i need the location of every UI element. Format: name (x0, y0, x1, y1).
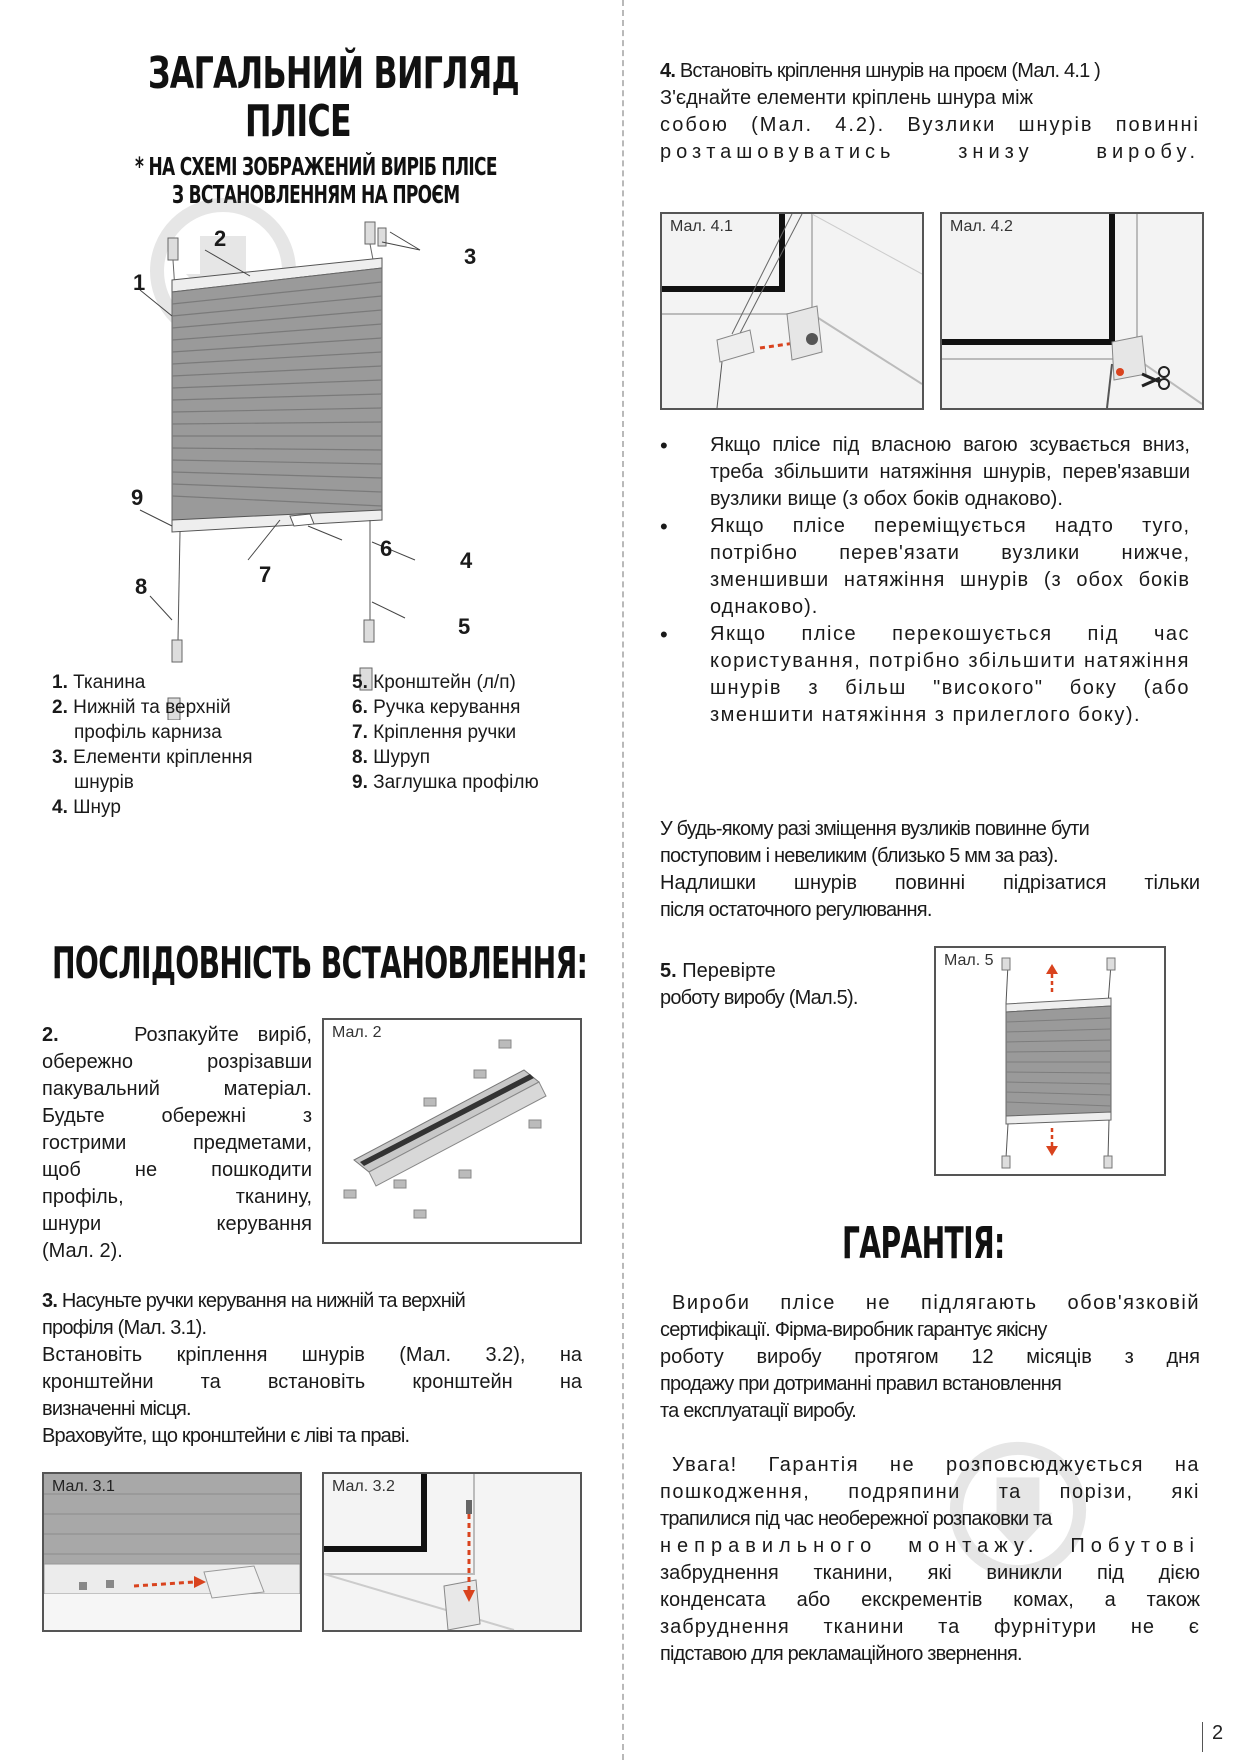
figure-4-1: Мал. 4.1 (660, 212, 924, 410)
figure-4-2: Мал. 4.2 (940, 212, 1204, 410)
legend-item: 5. Кронштейн (л/п) (352, 672, 516, 693)
packed-profile-illustration (343, 1039, 547, 1219)
page-number: 2 (1212, 1722, 1224, 1744)
figure-3-2-label: Мал. 3.2 (332, 1478, 395, 1495)
overview-title-line1: ЗАГАЛЬНИЙ ВИГЛЯД (148, 48, 520, 99)
legend-item: 6. Ручка керування (352, 697, 521, 718)
callout-9: 9 (131, 485, 144, 510)
step5-text: 5. Перевірте роботу виробу (Мал.5). (660, 960, 858, 1009)
page-number-divider (1202, 1722, 1203, 1752)
bullet-item: •Якщо плісе переміщується надто туго, по… (660, 514, 1190, 618)
figure-5: Мал. 5 (934, 946, 1166, 1176)
step2-text: 2. Розпакуйте виріб, обережно розрізавши… (42, 1024, 312, 1262)
figure-4-1-label: Мал. 4.1 (670, 218, 733, 235)
operation-check-illustration (1001, 957, 1116, 1169)
legend-col2: 5. Кронштейн (л/п) 6. Ручка керування 7.… (352, 670, 612, 795)
cord-knot-illustration (942, 214, 1202, 408)
legend-item: 1. Тканина (52, 672, 146, 693)
legend-item: 7. Кріплення ручки (352, 722, 517, 743)
watermark-icon (949, 1441, 1087, 1579)
overview-subtitle-line2: З ВСТАНОВЛЕННЯМ НА ПРОЄМ (172, 180, 460, 209)
handle-install-illustration (44, 1474, 300, 1630)
center-divider (622, 0, 624, 1760)
adjustment-note: У будь-якому разі зміщення вузликів пови… (660, 818, 1200, 921)
warranty-title: ГАРАНТІЯ: (842, 1218, 1005, 1269)
step4-text: 4. Встановіть кріплення шнурів на проєм … (660, 60, 1200, 163)
callout-2: 2 (214, 226, 227, 251)
figure-2: Мал. 2 (322, 1018, 582, 1244)
legend-item: 8. Шуруп (352, 747, 430, 768)
legend-item: 2. Нижній та верхній профіль карниза (52, 697, 231, 743)
legend-col1: 1. Тканина 2. Нижній та верхній профіль … (52, 670, 292, 820)
bracket-install-illustration (324, 1474, 580, 1630)
plisse-overview-diagram (139, 221, 421, 720)
warranty-paragraph-2: Увага! Гарантія не розповсюджується на п… (660, 1454, 1200, 1665)
callout-4: 4 (460, 548, 473, 573)
figure-5-label: Мал. 5 (944, 952, 994, 969)
bullet-item: •Якщо плісе під власною вагою зсувається… (660, 433, 1190, 510)
warranty-paragraph-1: Вироби плісе не підлягають обов'язковій … (660, 1292, 1200, 1422)
figure-4-2-label: Мал. 4.2 (950, 218, 1013, 235)
legend-item: 4. Шнур (52, 797, 121, 818)
overview-title-line2: ПЛІСЕ (245, 96, 352, 147)
callout-8: 8 (135, 574, 148, 599)
legend-item: 3. Елементи кріплення шнурів (52, 747, 253, 793)
adjustment-bullets: •Якщо плісе під власною вагою зсувається… (660, 432, 1190, 729)
install-sequence-title: ПОСЛІДОВНІСТЬ ВСТАНОВЛЕННЯ: (52, 938, 588, 989)
callout-6: 6 (380, 536, 393, 561)
figure-3-1: Мал. 3.1 (42, 1472, 302, 1632)
figure-2-label: Мал. 2 (332, 1024, 382, 1041)
cord-mount-illustration (662, 214, 922, 408)
callout-3: 3 (464, 244, 477, 269)
figure-3-2: Мал. 3.2 (322, 1472, 582, 1632)
callout-7: 7 (259, 562, 272, 587)
overview-subtitle-line1: * НА СХЕМІ ЗОБРАЖЕНИЙ ВИРІБ ПЛІСЕ (135, 152, 497, 181)
step3-text: 3. Насуньте ручки керування на нижній та… (42, 1290, 582, 1447)
callout-1: 1 (133, 270, 146, 295)
bullet-item: •Якщо плісе перекошується під час корист… (660, 622, 1190, 726)
legend-item: 9. Заглушка профілю (352, 772, 539, 793)
figure-3-1-label: Мал. 3.1 (52, 1478, 115, 1495)
callout-5: 5 (458, 614, 471, 639)
